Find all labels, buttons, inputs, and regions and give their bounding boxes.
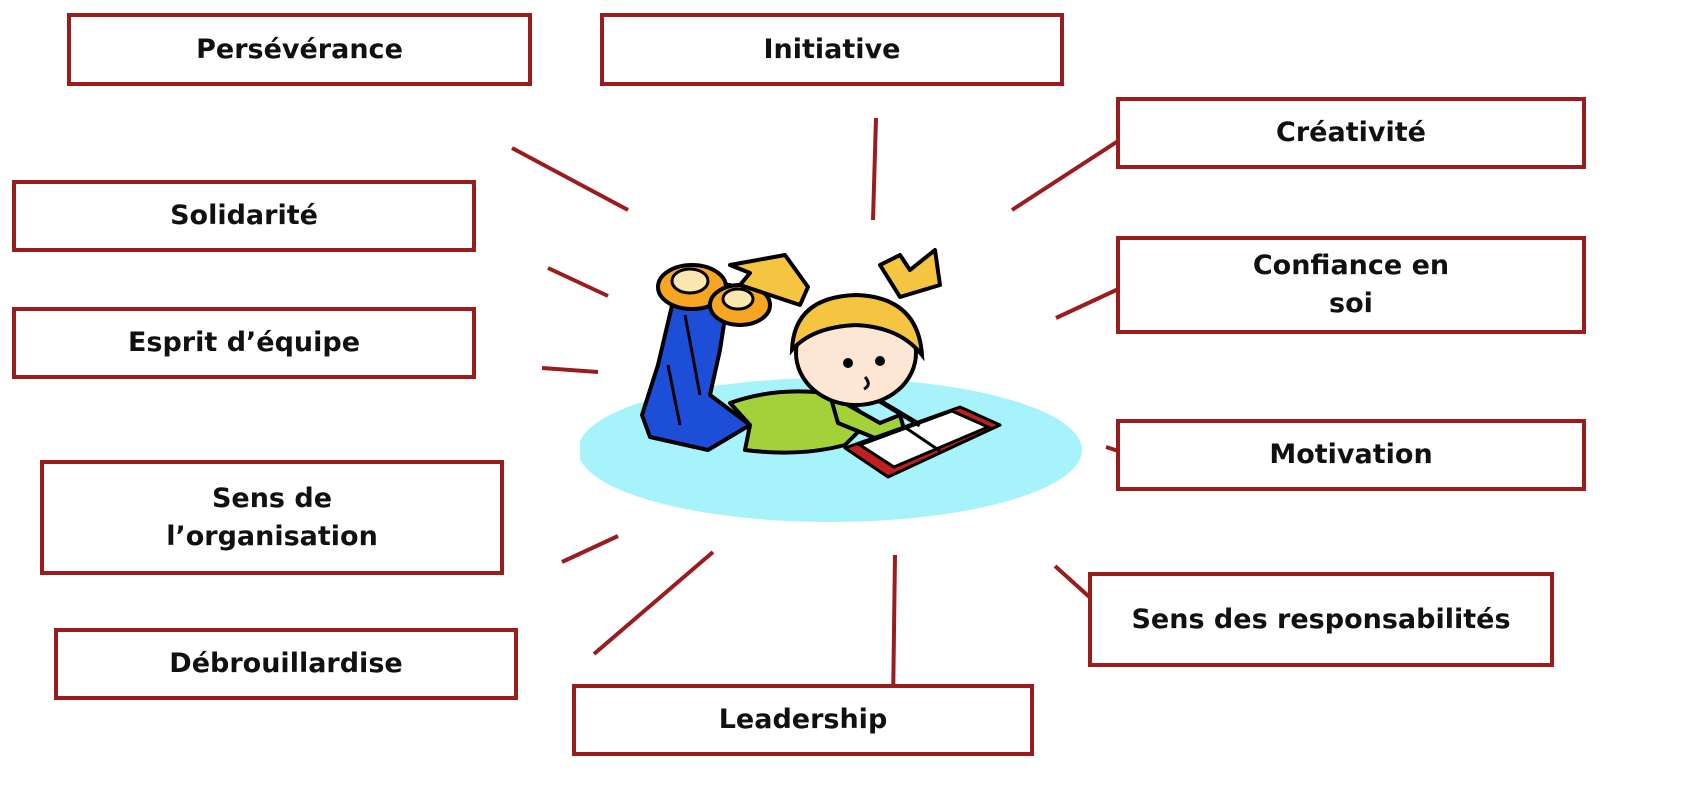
label-motivation: Motivation — [1269, 439, 1433, 470]
ray-perseverance — [511, 146, 629, 212]
label-initiative: Initiative — [763, 33, 901, 65]
hair-shape — [789, 292, 925, 362]
box-confiance: Confiance en soi — [1116, 236, 1586, 334]
label-organisation-line1: Sens de — [211, 482, 333, 514]
label-organisation-line2: l’organisation — [166, 520, 378, 552]
box-leadership: Leadership — [572, 684, 1034, 756]
ray-leadership — [891, 554, 897, 707]
box-motivation: Motivation — [1116, 419, 1586, 491]
label-esprit: Esprit d’équipe — [127, 327, 361, 358]
ray-organisation — [561, 534, 619, 564]
label-responsabilites: Sens des responsabilités — [1131, 603, 1511, 635]
box-esprit: Esprit d’équipe — [12, 307, 476, 379]
label-solidarite: Solidarité — [170, 200, 318, 231]
box-perseverance: Persévérance — [67, 13, 532, 86]
label-debrouillardise: Débrouillardise — [169, 648, 403, 679]
box-responsabilites: Sens des responsabilités — [1088, 572, 1554, 667]
label-confiance-line1: Confiance en — [1252, 250, 1450, 281]
label-confiance: Confiance en soi — [1253, 247, 1449, 323]
ray-solidarite — [547, 266, 609, 298]
box-solidarite: Solidarité — [12, 180, 476, 252]
label-confiance-line2: soi — [1329, 288, 1373, 319]
box-creativite: Créativité — [1116, 97, 1586, 169]
box-debrouillardise: Débrouillardise — [54, 628, 518, 700]
box-initiative: Initiative — [600, 13, 1064, 86]
ray-esprit — [541, 366, 599, 374]
label-creativite: Créativité — [1276, 117, 1426, 148]
label-organisation: Sens de l’organisation — [166, 480, 378, 556]
label-perseverance: Persévérance — [196, 33, 403, 65]
label-leadership: Leadership — [718, 704, 888, 735]
child-reading-illustration — [580, 248, 1082, 522]
ray-initiative — [871, 117, 878, 221]
ray-debrouillardise — [592, 550, 715, 656]
box-organisation: Sens de l’organisation — [40, 460, 504, 575]
